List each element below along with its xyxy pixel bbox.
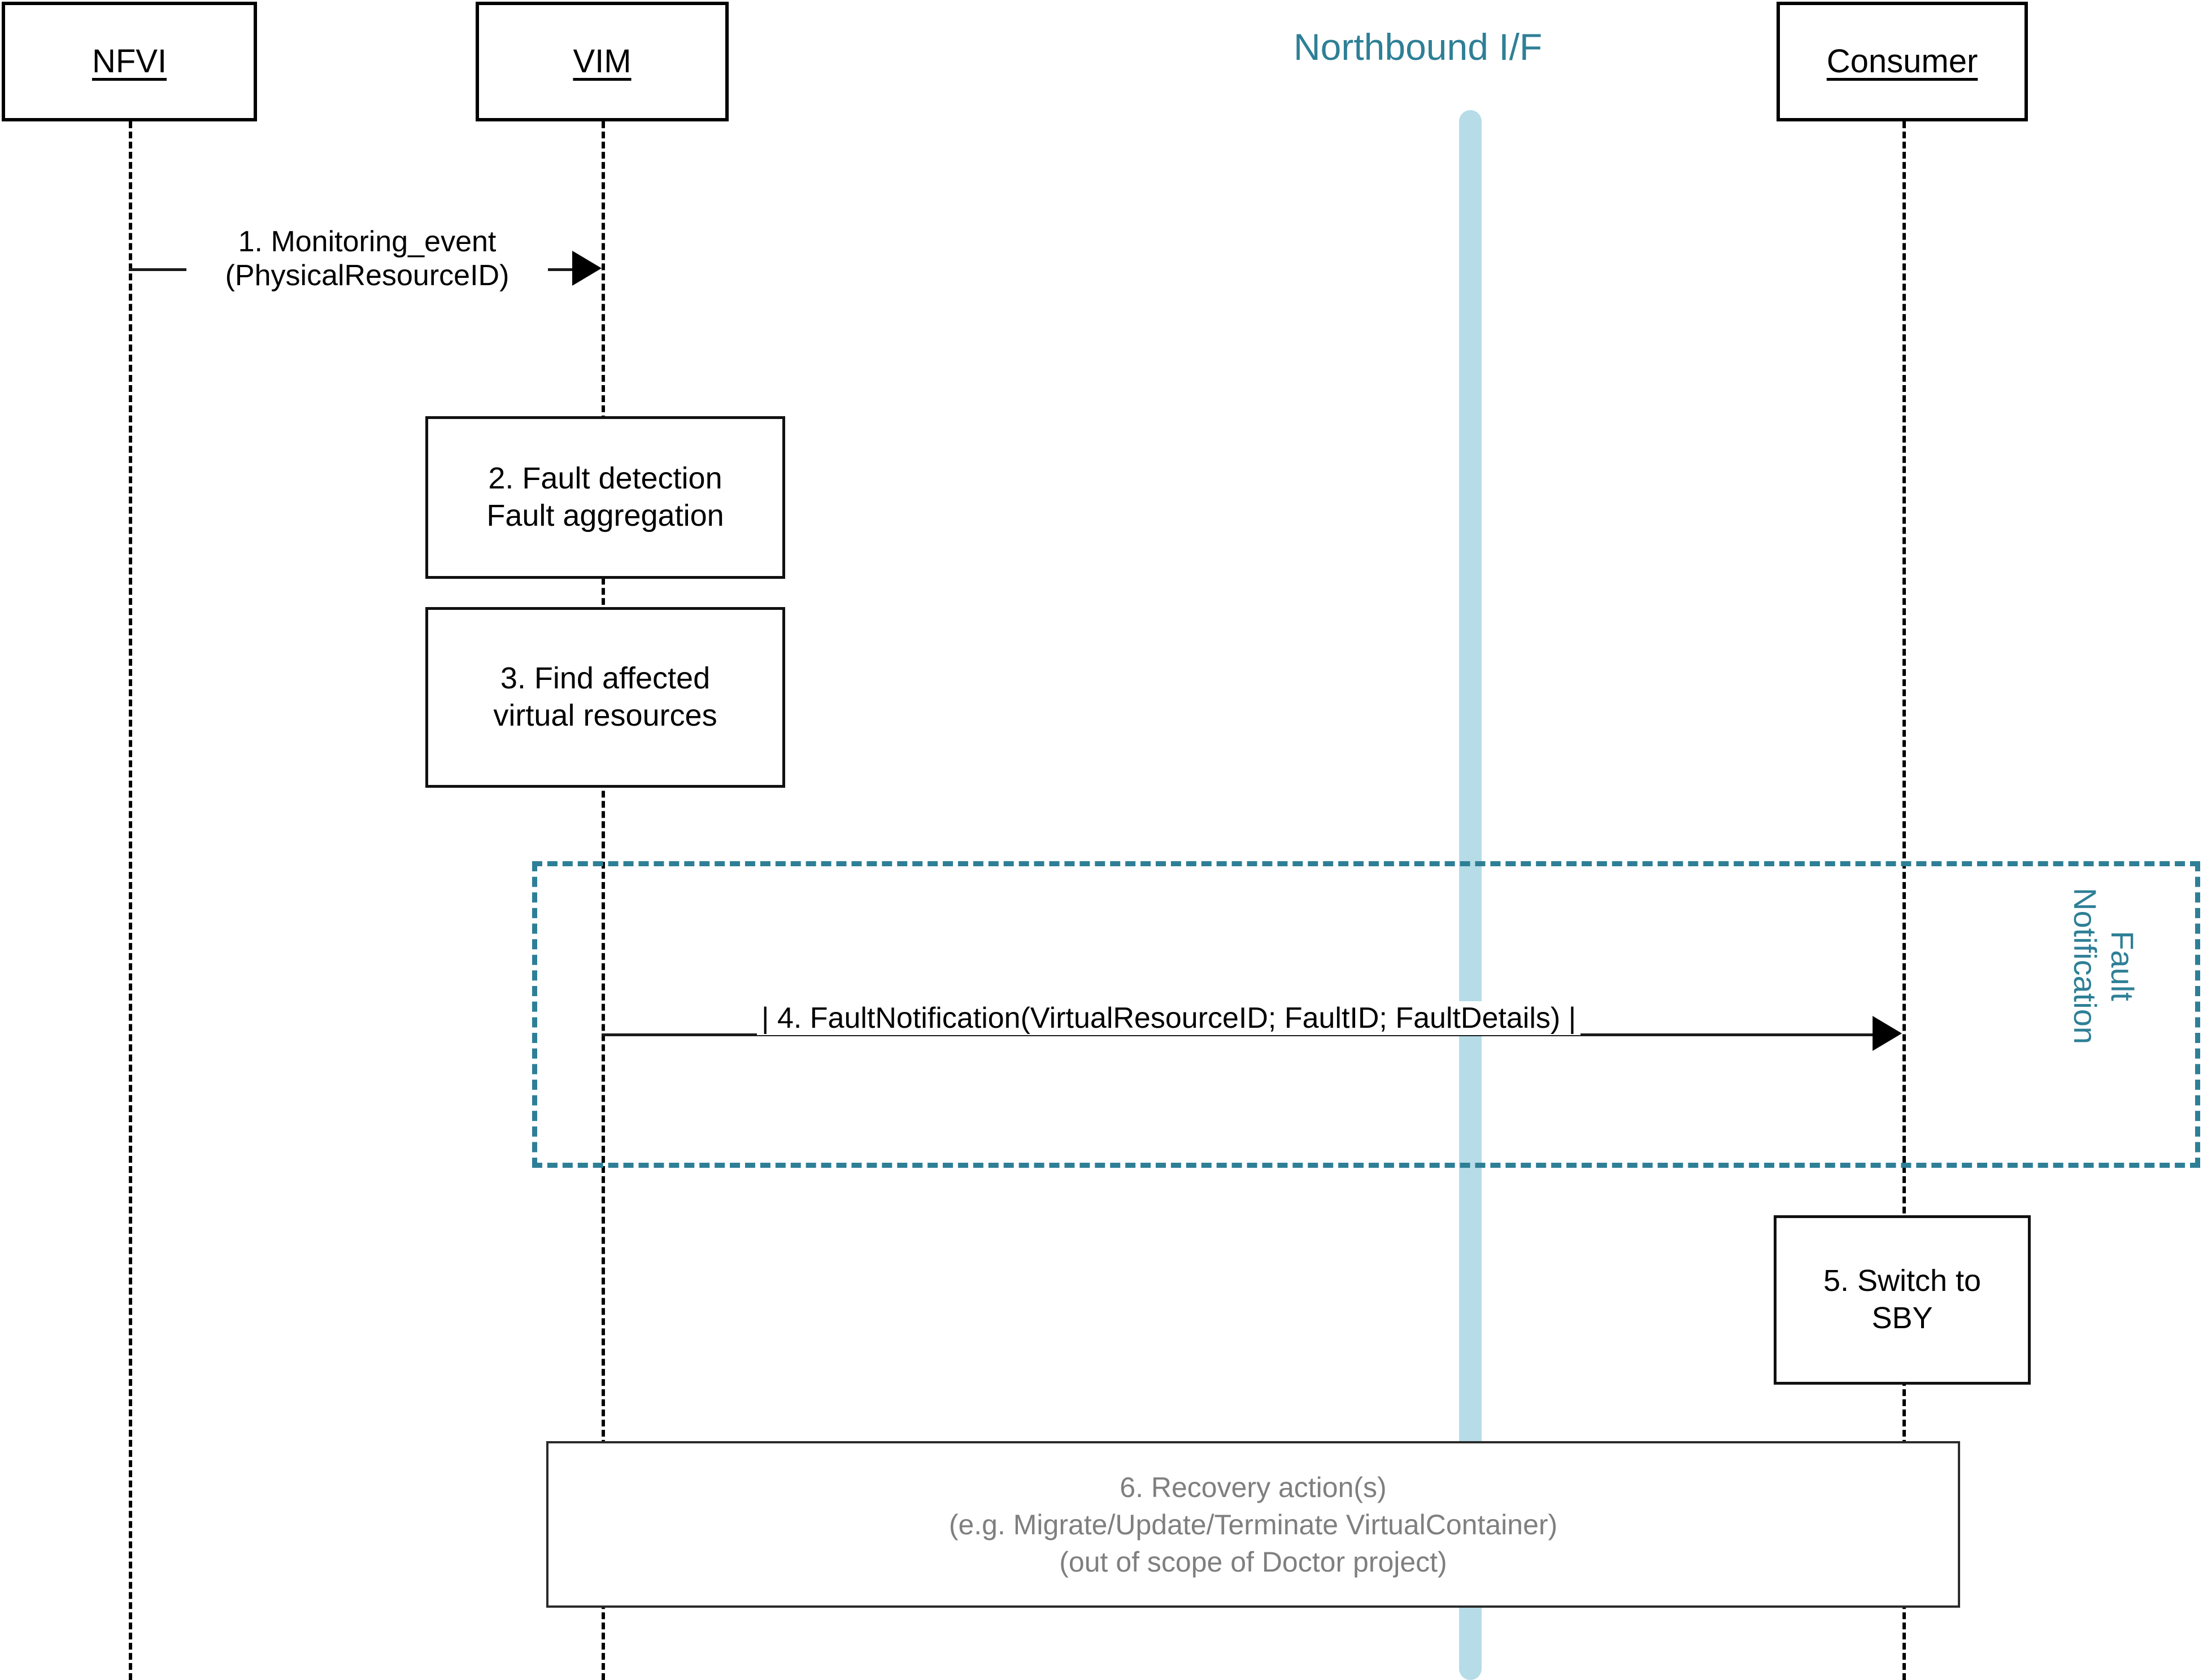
- fragment-label-fault-notification: Fault Notification: [2066, 888, 2141, 1044]
- message-label-4: | 4. FaultNotification(VirtualResourceID…: [757, 1001, 1581, 1036]
- participant-box-nfvi[interactable]: NFVI: [2, 2, 257, 121]
- activity-step2-line1: 2. Fault detection: [488, 461, 722, 496]
- note-step6-line3: (out of scope of Doctor project): [1059, 1546, 1447, 1578]
- fragment-label-line1: Fault: [2105, 931, 2140, 1001]
- northbound-interface-title: Northbound I/F: [1294, 26, 1543, 68]
- activity-step5-line1: 5. Switch to: [1823, 1264, 1982, 1298]
- note-box-step6[interactable]: 6. Recovery action(s) (e.g. Migrate/Upda…: [546, 1441, 1960, 1608]
- note-step6-line1: 6. Recovery action(s): [1120, 1471, 1387, 1503]
- activity-step2-line2: Fault aggregation: [486, 499, 724, 533]
- activity-step3-line1: 3. Find affected: [500, 661, 711, 696]
- northbound-interface-bar: [1459, 110, 1482, 1680]
- message-label-1-line2: (PhysicalResourceID): [225, 259, 510, 293]
- message-label-1-line1: 1. Monitoring_event: [238, 225, 497, 258]
- lifeline-vim: [602, 121, 605, 1680]
- participant-box-consumer[interactable]: Consumer: [1777, 2, 2028, 121]
- activity-step3-line2: virtual resources: [493, 699, 717, 732]
- activity-box-step5[interactable]: 5. Switch to SBY: [1774, 1215, 2031, 1385]
- note-text-step6: 6. Recovery action(s) (e.g. Migrate/Upda…: [949, 1469, 1557, 1581]
- activity-box-step2[interactable]: 2. Fault detection Fault aggregation: [425, 416, 785, 579]
- participant-label-nfvi: NFVI: [92, 43, 167, 80]
- activity-step5-line2: SBY: [1871, 1301, 1933, 1335]
- note-step6-line2: (e.g. Migrate/Update/Terminate VirtualCo…: [948, 1508, 1558, 1541]
- activity-text-step5: 5. Switch to SBY: [1823, 1263, 1981, 1337]
- message-label-1: 1. Monitoring_event (PhysicalResourceID): [186, 225, 548, 293]
- fragment-label-line2: Notification: [2067, 888, 2103, 1045]
- activity-text-step2: 2. Fault detection Fault aggregation: [486, 460, 724, 535]
- message-arrowhead-1: [572, 251, 602, 286]
- activity-text-step3: 3. Find affected virtual resources: [493, 660, 717, 735]
- participant-label-consumer: Consumer: [1826, 43, 1978, 80]
- activity-box-step3[interactable]: 3. Find affected virtual resources: [425, 607, 785, 788]
- fragment-box-fault-notification: [532, 861, 2200, 1168]
- message-arrowhead-4: [1873, 1016, 1902, 1051]
- lifeline-consumer: [1902, 121, 1906, 1680]
- lifeline-nfvi: [129, 121, 132, 1680]
- participant-box-vim[interactable]: VIM: [476, 2, 729, 121]
- participant-label-vim: VIM: [573, 43, 632, 80]
